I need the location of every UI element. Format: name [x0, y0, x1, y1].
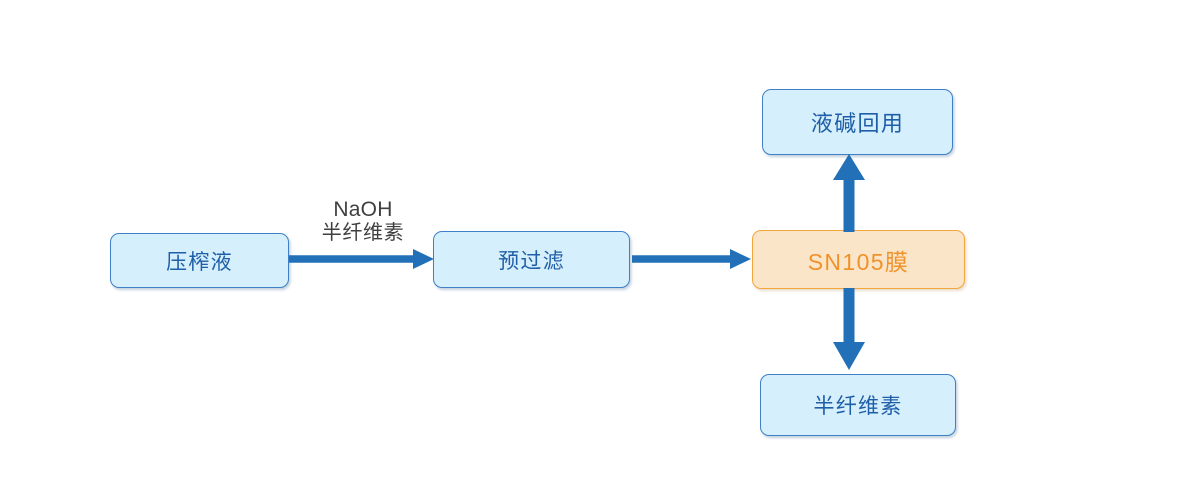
node-sn105-membrane-label: SN105膜: [807, 248, 910, 275]
edge-label-line-1: NaOH: [333, 198, 393, 221]
edge-label-naoh-hemicellulose: NaOH 半纤维素: [290, 198, 436, 246]
node-alkali-reuse[interactable]: 液碱回用: [762, 89, 953, 155]
arrow-down-icon: [833, 288, 865, 370]
arrow-yazhaye-to-yuguolv: [289, 249, 434, 269]
arrow-right-icon: [289, 249, 434, 269]
node-yazhaye[interactable]: 压榨液: [110, 233, 289, 288]
arrow-right-icon: [632, 249, 751, 269]
arrow-yuguolv-to-sn105: [632, 249, 751, 269]
node-yuguolv-label: 预过滤: [498, 249, 565, 273]
arrow-up-icon: [833, 154, 865, 232]
node-sn105-membrane[interactable]: SN105膜: [752, 230, 965, 289]
node-hemicellulose[interactable]: 半纤维素: [760, 374, 956, 436]
arrow-sn105-to-hemicellulose: [833, 288, 865, 370]
arrow-sn105-to-alkali-reuse: [833, 154, 865, 232]
node-hemicellulose-label: 半纤维素: [813, 395, 903, 418]
node-alkali-reuse-label: 液碱回用: [810, 111, 905, 136]
edge-label-line-2: 半纤维素: [321, 222, 405, 245]
node-yuguolv[interactable]: 预过滤: [433, 231, 630, 288]
node-yazhaye-label: 压榨液: [166, 250, 233, 274]
